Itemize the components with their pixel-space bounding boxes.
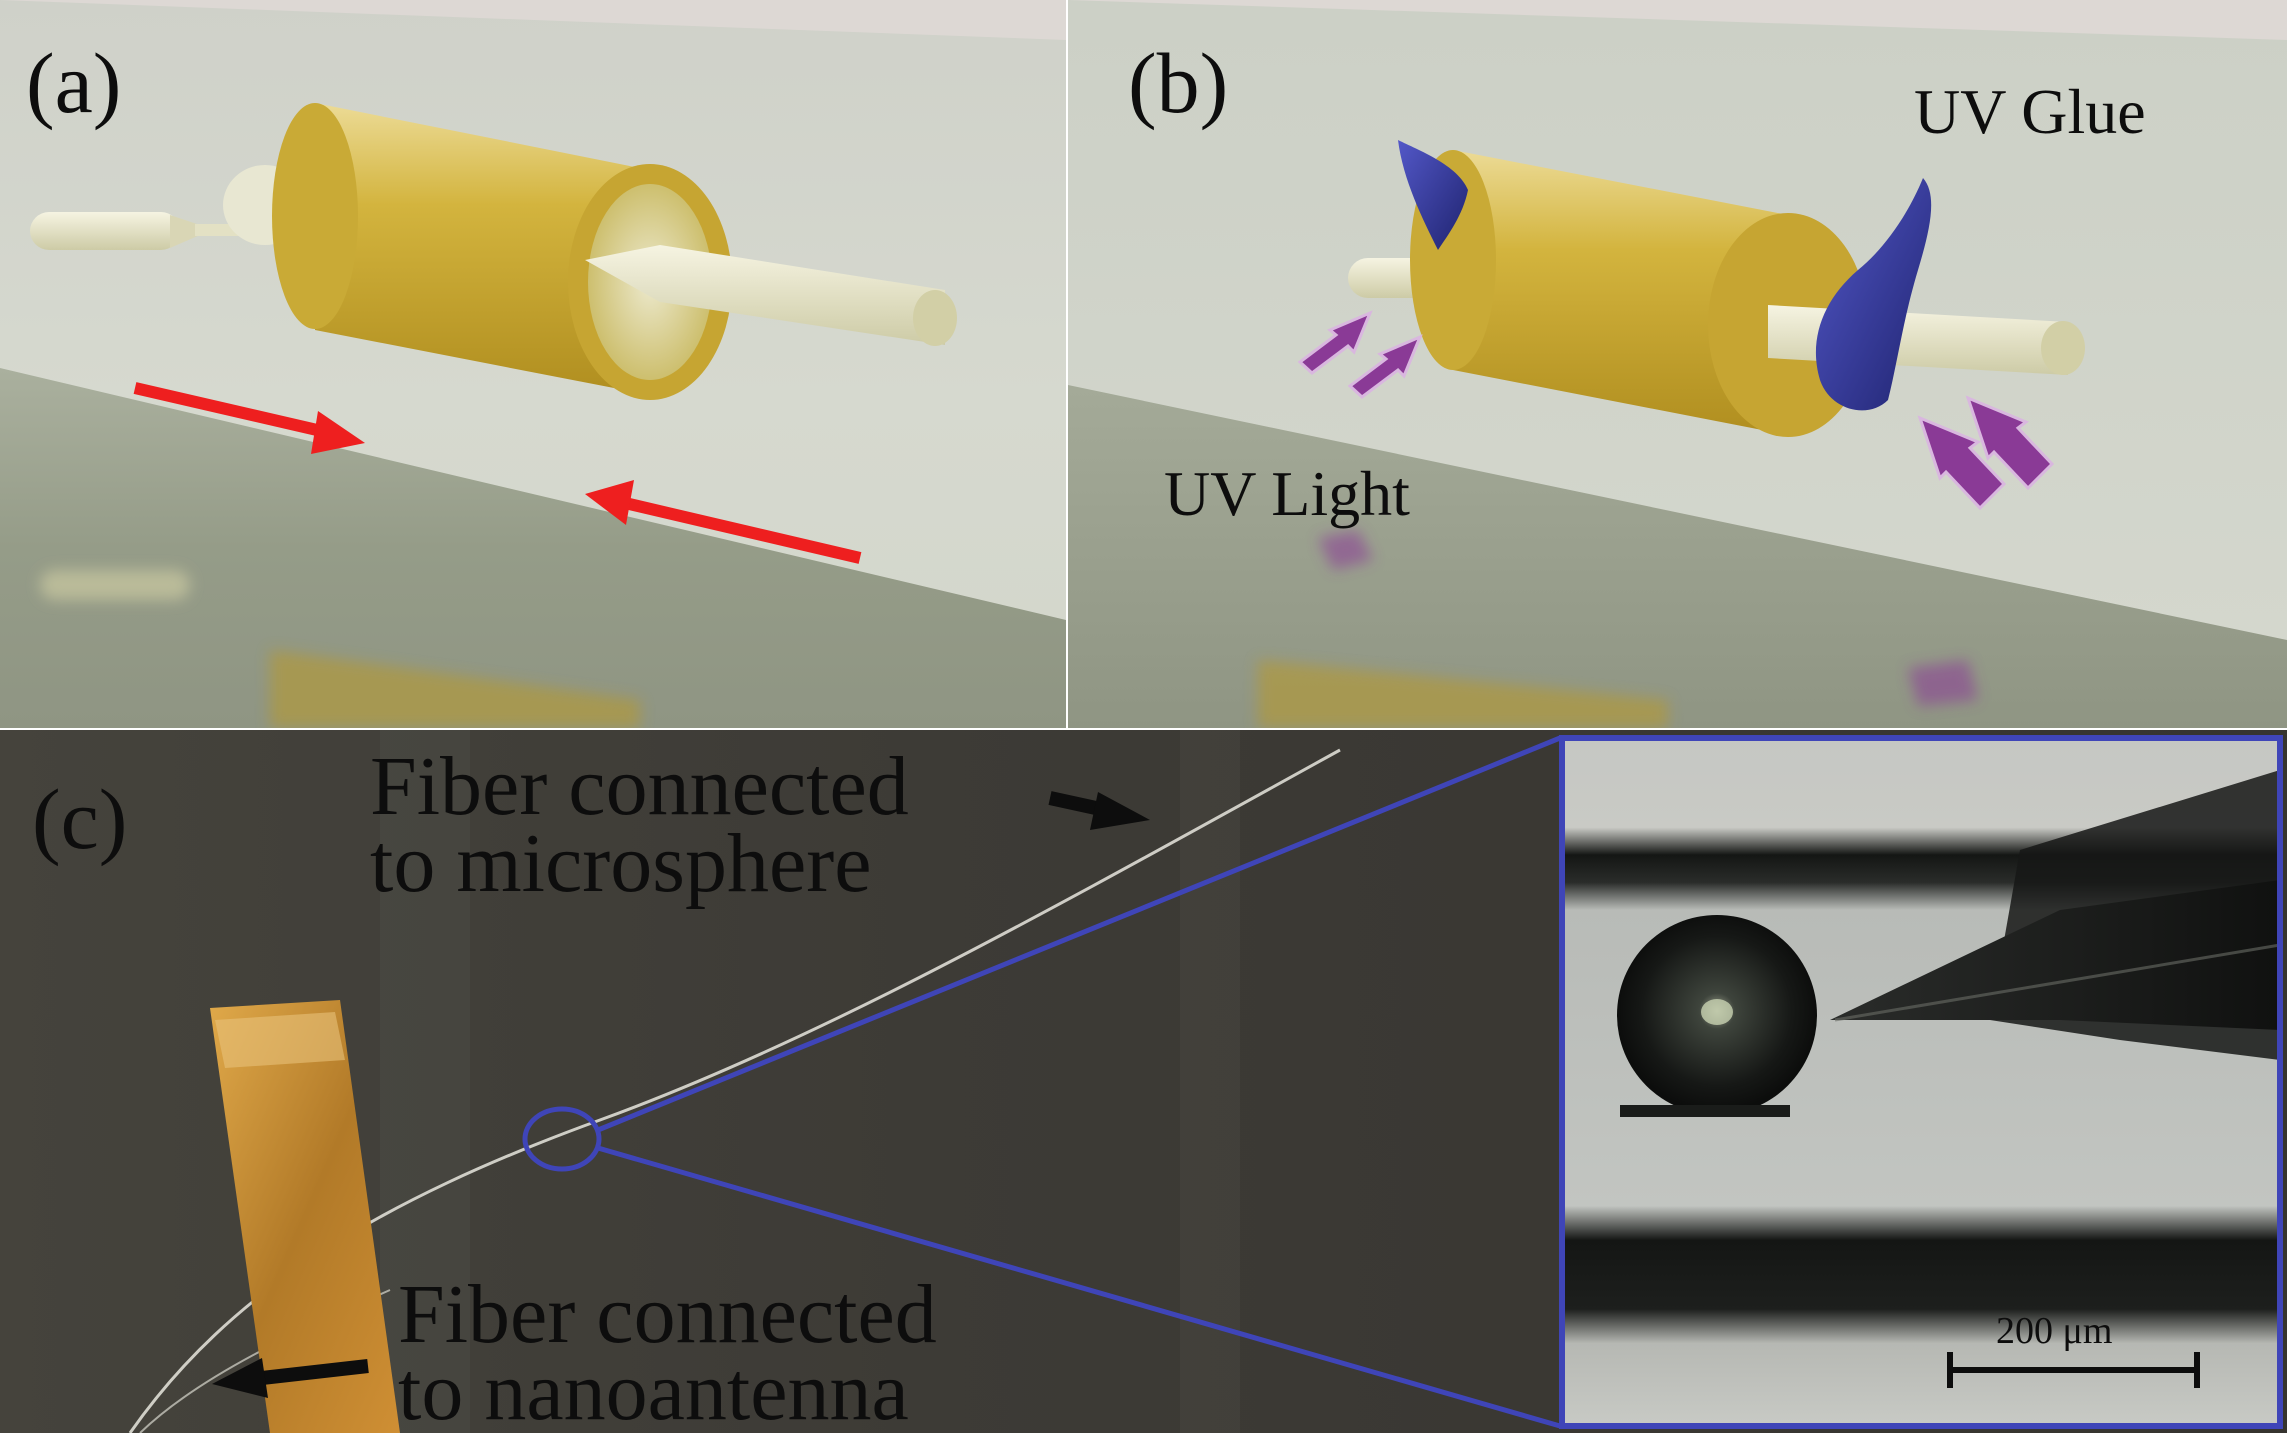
scale-bar [1947, 1352, 2200, 1388]
reflective-floor [1068, 385, 2287, 728]
panel-b-scene [1068, 0, 2287, 728]
uv-light-label: UV Light [1164, 458, 1410, 529]
label-fiber-microsphere: Fiber connected to microsphere [370, 740, 909, 911]
panel-a-scene [0, 0, 1066, 728]
scale-bar-label: 200 μm [1996, 1310, 2113, 1352]
zoom-frame [1559, 735, 2283, 1429]
reflective-floor [0, 368, 1066, 728]
zoom-line-top [597, 735, 1561, 1133]
microscope-inset [1562, 738, 2280, 1426]
panel-c-photo [0, 730, 2287, 1433]
zoom-region-circle [522, 1106, 602, 1172]
panel-label-c: (c) [32, 771, 128, 867]
floor-reflection [1258, 530, 1978, 728]
uv-glue-drop-right [1815, 178, 1932, 411]
zoom-line-bottom [597, 1145, 1561, 1429]
panel-c: (c) Fiber connected to microsphere Fiber… [0, 730, 2287, 1433]
upper-wall-band [1068, 0, 2287, 40]
uv-light-arrows-left [1297, 310, 1423, 399]
push-arrow-left [133, 382, 365, 454]
pointer-arrow-microsphere [1048, 791, 1150, 830]
panel-label-b: (b) [1128, 35, 1229, 131]
uv-glue-label: UV Glue [1914, 76, 2146, 147]
uv-glue-drop-left [1398, 140, 1468, 250]
pointer-arrow-nanoantenna [212, 1358, 369, 1398]
push-arrow-right [585, 480, 862, 564]
label-fiber-nanoantenna: Fiber connected to nanoantenna [398, 1268, 937, 1433]
floor-reflection [40, 570, 640, 728]
tapered-fiber-tip [1830, 880, 2280, 1030]
upper-wall-band [0, 0, 1066, 40]
panel-label-a: (a) [26, 35, 122, 131]
panel-a: (a) [0, 0, 1066, 728]
uv-light-arrows-right [1917, 395, 2055, 511]
output-fiber [585, 245, 957, 346]
kapton-tape [210, 1000, 400, 1433]
panel-b: (b) UV Glue UV Light [1068, 0, 2287, 728]
